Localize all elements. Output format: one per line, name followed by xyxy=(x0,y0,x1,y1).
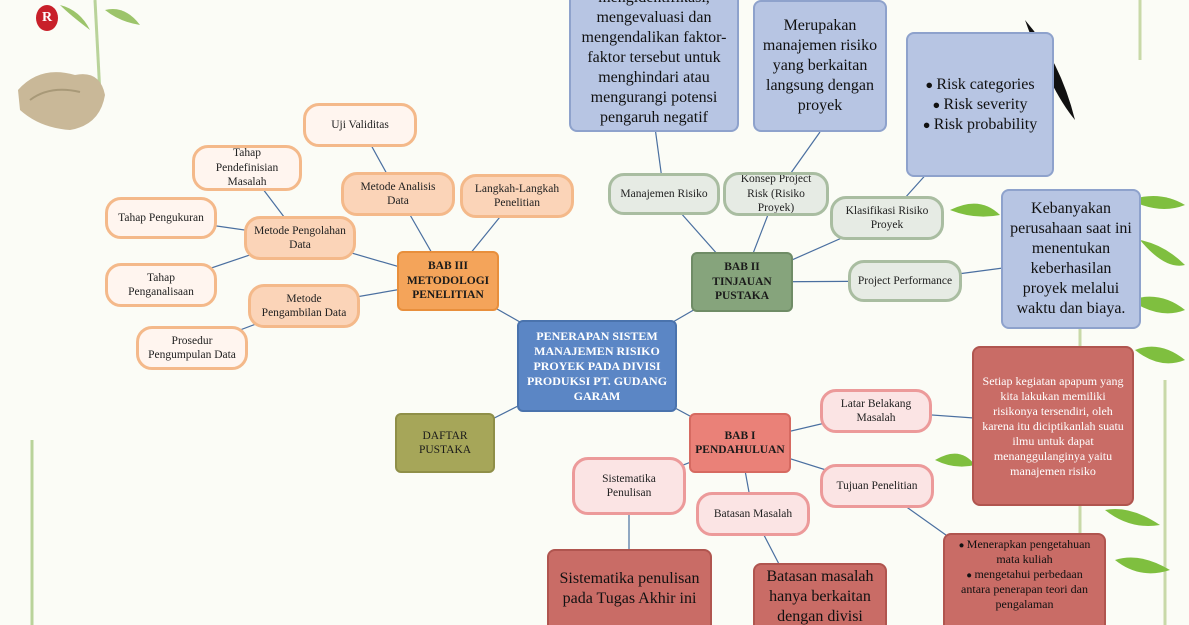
metode-pengolahan-node[interactable]: Metode Pengolahan Data xyxy=(244,216,356,260)
metode-pengambilan-node[interactable]: Metode Pengambilan Data xyxy=(248,284,360,328)
logo-text: R xyxy=(41,10,53,25)
risk-list-item: Risk probability xyxy=(923,115,1038,135)
bab2-node[interactable]: BAB II TINJAUAN PUSTAKA xyxy=(691,252,793,312)
central-topic[interactable]: PENERAPAN SISTEM MANAJEMEN RISIKO PROYEK… xyxy=(517,320,677,412)
note-konsep-project-risk: Merupakan manajemen risiko yang berkaita… xyxy=(753,0,887,132)
klasifikasi-risiko-node[interactable]: Klasifikasi Risiko Proyek xyxy=(830,196,944,240)
batasan-masalah-label: Batasan Masalah xyxy=(713,507,793,520)
konsep-project-risk-node[interactable]: Konsep Project Risk (Risiko Proyek) xyxy=(723,172,829,216)
latar-belakang-label: Latar Belakang Masalah xyxy=(840,397,912,424)
risk-list-item: Risk severity xyxy=(923,95,1038,115)
daftar-pustaka-label: DAFTAR PUSTAKA xyxy=(418,429,472,456)
metode-analisis-label: Metode Analisis Data xyxy=(360,180,436,207)
klasifikasi-risiko-label: Klasifikasi Risiko Proyek xyxy=(845,204,929,231)
note-batasan-masalah: Batasan masalah hanya berkaitan dengan d… xyxy=(753,563,887,625)
konsep-project-risk-label: Konsep Project Risk (Risiko Proyek) xyxy=(740,173,812,215)
sistematika-penulisan-node[interactable]: Sistematika Penulisan xyxy=(572,457,686,515)
note-project-performance-text: Kebanyakan perusahaan saat ini menentuka… xyxy=(1010,200,1132,317)
prosedur-pengumpulan-node[interactable]: Prosedur Pengumpulan Data xyxy=(136,326,248,370)
langkah-penelitian-label: Langkah-Langkah Penelitian xyxy=(474,182,560,209)
note-latar-belakang: Setiap kegiatan apapum yang kita lakukan… xyxy=(972,346,1134,506)
bamboo-decoration-left xyxy=(18,0,140,625)
manajemen-risiko-node[interactable]: Manajemen Risiko xyxy=(608,173,720,215)
project-performance-label: Project Performance xyxy=(857,274,953,287)
latar-belakang-node[interactable]: Latar Belakang Masalah xyxy=(820,389,932,433)
tujuan-list: Menerapkan pengetahuan mata kuliah menge… xyxy=(951,537,1098,612)
note-project-performance: Kebanyakan perusahaan saat ini menentuka… xyxy=(1001,189,1141,329)
daftar-pustaka-node[interactable]: DAFTAR PUSTAKA xyxy=(395,413,495,473)
bab3-label: BAB III METODOLOGI PENELITIAN xyxy=(406,260,490,302)
tahap-pendefinisian-label: Tahap Pendefinisian Masalah xyxy=(215,147,279,189)
metode-pengambilan-label: Metode Pengambilan Data xyxy=(261,292,347,319)
note-klasifikasi-risiko: Risk categories Risk severity Risk proba… xyxy=(906,32,1054,177)
tahap-pendefinisian-node[interactable]: Tahap Pendefinisian Masalah xyxy=(192,145,302,191)
prosedur-pengumpulan-label: Prosedur Pengumpulan Data xyxy=(148,334,236,361)
uji-validitas-label: Uji Validitas xyxy=(331,118,389,131)
tahap-pengukuran-label: Tahap Pengukuran xyxy=(118,211,204,224)
project-performance-node[interactable]: Project Performance xyxy=(848,260,962,302)
note-manajemen-risiko-text: mengidentifikasi, mengevaluasi dan menge… xyxy=(581,0,727,126)
bab1-node[interactable]: BAB I PENDAHULUAN xyxy=(689,413,791,473)
sistematika-penulisan-label: Sistematika Penulisan xyxy=(602,472,656,499)
tujuan-penelitian-node[interactable]: Tujuan Penelitian xyxy=(820,464,934,508)
metode-pengolahan-label: Metode Pengolahan Data xyxy=(254,224,346,251)
risk-list: Risk categories Risk severity Risk proba… xyxy=(923,75,1038,135)
bab2-label: BAB II TINJAUAN PUSTAKA xyxy=(712,261,772,303)
note-tujuan-penelitian: Menerapkan pengetahuan mata kuliah menge… xyxy=(943,533,1106,625)
tujuan-penelitian-label: Tujuan Penelitian xyxy=(836,479,918,492)
tahap-penganalisaan-node[interactable]: Tahap Penganalisaan xyxy=(105,263,217,307)
central-topic-label: PENERAPAN SISTEM MANAJEMEN RISIKO PROYEK… xyxy=(526,328,668,403)
note-manajemen-risiko: mengidentifikasi, mengevaluasi dan menge… xyxy=(569,0,739,132)
bab1-label: BAB I PENDAHULUAN xyxy=(695,429,785,456)
batasan-masalah-node[interactable]: Batasan Masalah xyxy=(696,492,810,536)
tahap-penganalisaan-label: Tahap Penganalisaan xyxy=(128,271,194,298)
tujuan-list-item: Menerapkan pengetahuan mata kuliah xyxy=(951,537,1098,567)
langkah-penelitian-node[interactable]: Langkah-Langkah Penelitian xyxy=(460,174,574,218)
metode-analisis-node[interactable]: Metode Analisis Data xyxy=(341,172,455,216)
risk-list-item: Risk categories xyxy=(923,75,1038,95)
tujuan-list-item: mengetahui perbedaan antara penerapan te… xyxy=(951,567,1098,612)
logo-seal: R xyxy=(36,5,58,31)
note-latar-belakang-text: Setiap kegiatan apapum yang kita lakukan… xyxy=(982,373,1124,478)
note-batasan-masalah-text: Batasan masalah hanya berkaitan dengan d… xyxy=(766,568,874,625)
uji-validitas-node[interactable]: Uji Validitas xyxy=(303,103,417,147)
tahap-pengukuran-node[interactable]: Tahap Pengukuran xyxy=(105,197,217,239)
note-sistematika-penulisan-text: Sistematika penulisan pada Tugas Akhir i… xyxy=(559,570,700,607)
bab3-node[interactable]: BAB III METODOLOGI PENELITIAN xyxy=(397,251,499,311)
note-sistematika-penulisan: Sistematika penulisan pada Tugas Akhir i… xyxy=(547,549,712,625)
note-konsep-project-risk-text: Merupakan manajemen risiko yang berkaita… xyxy=(762,17,878,114)
manajemen-risiko-label: Manajemen Risiko xyxy=(620,187,708,200)
